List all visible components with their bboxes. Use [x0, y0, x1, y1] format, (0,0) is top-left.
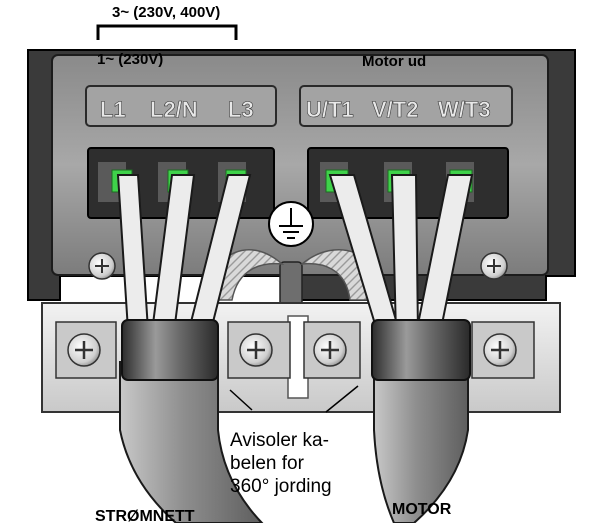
- terminal-label-l2n: L2/N: [150, 97, 198, 122]
- motor-cable-clamp: [371, 319, 471, 381]
- screw-icon: [88, 252, 116, 280]
- single-phase-label: 1~ (230V): [97, 51, 163, 68]
- terminal-label-l3: L3: [228, 97, 254, 122]
- screw-icon: [239, 333, 273, 367]
- supply-conductors: [116, 174, 252, 335]
- terminal-label-wt3: W/T3: [438, 97, 491, 122]
- strip-note-line-1: Avisoler ka-: [230, 430, 329, 451]
- protective-earth-icon: [268, 201, 314, 247]
- motor-conductors: [328, 174, 474, 335]
- three-phase-label: 3~ (230V, 400V): [112, 4, 220, 21]
- terminal-label-vt2: V/T2: [372, 97, 418, 122]
- three-phase-bracket: [96, 24, 238, 40]
- supply-cable-clamp: [121, 319, 219, 381]
- supply-cable: [119, 361, 264, 523]
- supply-label-bar: [85, 85, 277, 127]
- motor-label-bar: [299, 85, 513, 127]
- motor-label: MOTOR: [392, 501, 452, 518]
- strip-note-line-2: belen for: [230, 453, 305, 474]
- strip-note-leader-right: [325, 385, 359, 413]
- strip-note-line-3: 360° jording: [230, 476, 332, 497]
- mains-label: STRØMNETT: [95, 508, 195, 523]
- strip-note-leader-left: [229, 389, 253, 411]
- screw-icon: [483, 333, 517, 367]
- motor-out-title: Motor ud: [362, 53, 426, 70]
- screw-icon: [480, 252, 508, 280]
- terminal-label-l1: L1: [100, 97, 126, 122]
- terminal-label-ut1: U/T1: [306, 97, 354, 122]
- screw-icon: [313, 333, 347, 367]
- screw-icon: [67, 333, 101, 367]
- motor-cable: [373, 361, 469, 523]
